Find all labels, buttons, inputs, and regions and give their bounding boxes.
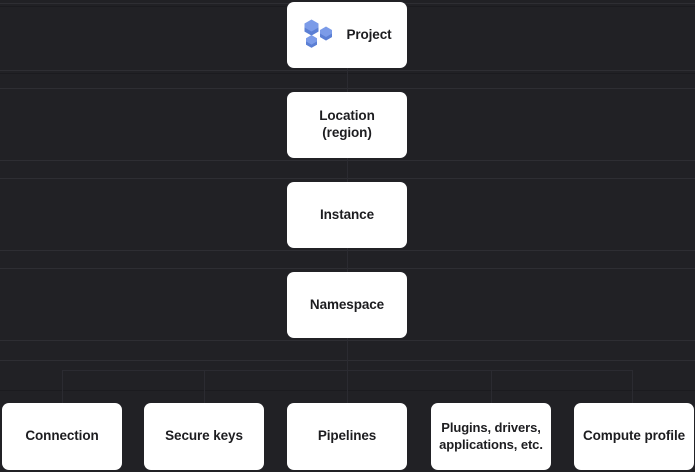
node-location[interactable]: Location (region) — [287, 92, 407, 158]
node-compute-profile-label: Compute profile — [583, 428, 685, 444]
background-band — [0, 390, 695, 391]
connector-bus-compute-profile — [632, 370, 633, 403]
node-secure-keys-label: Secure keys — [165, 428, 243, 444]
background-band — [0, 340, 695, 341]
node-connection-label: Connection — [25, 428, 99, 444]
connector-project-location — [347, 68, 348, 92]
node-location-label: Location (region) — [319, 108, 375, 140]
node-secure-keys[interactable]: Secure keys — [144, 403, 264, 470]
connector-bus-pipelines — [347, 370, 348, 403]
node-compute-profile[interactable]: Compute profile — [574, 403, 694, 470]
node-project[interactable]: Project — [287, 2, 407, 68]
background-band — [0, 160, 695, 161]
node-instance-label: Instance — [320, 206, 374, 222]
background-band — [0, 88, 695, 89]
background-band — [0, 178, 695, 179]
node-plugins-label: Plugins, drivers, applications, etc. — [439, 420, 543, 452]
node-connection[interactable]: Connection — [2, 403, 122, 470]
hexagon-cluster-icon — [304, 19, 333, 48]
connector-bus-secure-keys — [204, 370, 205, 403]
background-band — [0, 73, 695, 74]
connector-bus-connection — [62, 370, 63, 403]
node-namespace[interactable]: Namespace — [287, 272, 407, 338]
connector-namespace-bus — [347, 338, 348, 370]
node-instance[interactable]: Instance — [287, 182, 407, 248]
connector-bus-plugins — [491, 370, 492, 403]
background-band — [0, 268, 695, 269]
node-namespace-label: Namespace — [309, 296, 385, 312]
background-band — [0, 70, 695, 71]
background-band — [0, 250, 695, 251]
node-project-label: Project — [346, 26, 392, 42]
node-pipelines[interactable]: Pipelines — [287, 403, 407, 470]
node-pipelines-label: Pipelines — [317, 428, 377, 444]
connector-bus — [62, 370, 632, 371]
node-plugins[interactable]: Plugins, drivers, applications, etc. — [431, 403, 551, 470]
background-band — [0, 360, 695, 361]
connector-instance-namespace — [347, 248, 348, 272]
connector-location-instance — [347, 158, 348, 182]
